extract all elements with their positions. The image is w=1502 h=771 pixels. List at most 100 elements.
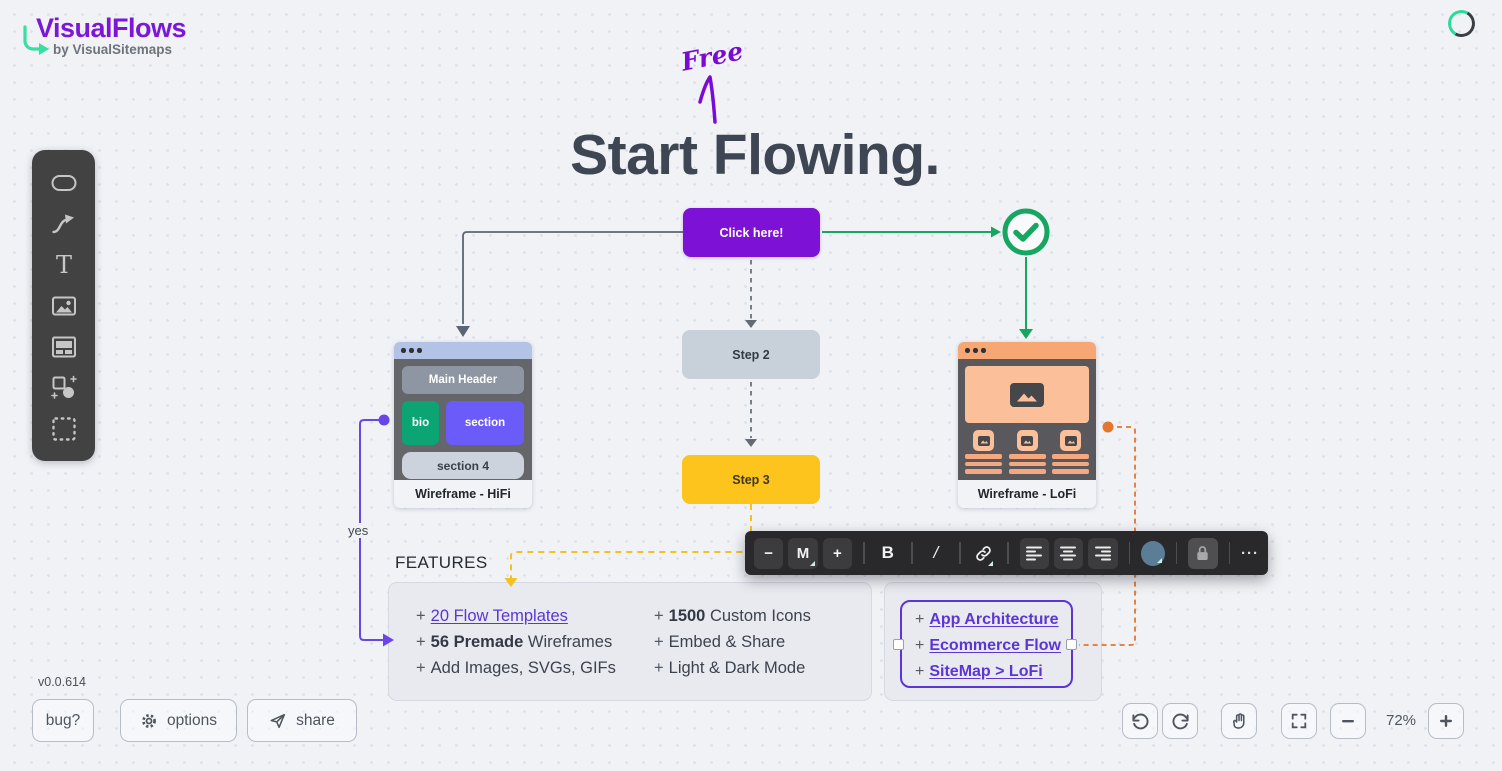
feature-text: Custom Icons (705, 607, 811, 625)
feature-item: +20 Flow Templates (416, 603, 616, 629)
minus-icon (1342, 720, 1354, 723)
browser-topbar (958, 342, 1096, 359)
italic-button[interactable]: / (933, 543, 939, 562)
lofi-column (1052, 430, 1089, 474)
align-center-icon (1060, 546, 1077, 560)
features-heading: FEATURES (395, 553, 488, 572)
app-architecture-link[interactable]: App Architecture (929, 611, 1059, 628)
bug-button[interactable]: bug? (32, 699, 94, 742)
share-button[interactable]: share (247, 699, 357, 742)
font-size-button[interactable]: M (788, 537, 818, 569)
lofi-card-label: Wireframe - LoFi (977, 487, 1077, 501)
lofi-hero-block (965, 366, 1089, 423)
bold-button[interactable]: B (881, 543, 894, 562)
undo-icon (1131, 713, 1149, 729)
window-dot-icon (409, 348, 414, 353)
wireframe-tool[interactable] (50, 333, 78, 361)
checkmark-node[interactable] (1002, 208, 1050, 256)
link-button[interactable] (972, 538, 997, 569)
font-size-decrease-button[interactable]: − (754, 537, 784, 569)
image-tool[interactable] (50, 292, 78, 320)
window-dot-icon (981, 348, 986, 353)
hifi-section4-block: section 4 (402, 452, 524, 479)
lock-button[interactable] (1188, 537, 1218, 569)
wireframe-hifi-card[interactable]: Main Header bio section section 4 Wirefr… (394, 342, 532, 508)
more-options-button[interactable]: ··· (1241, 544, 1260, 562)
svg-text:T: T (55, 251, 71, 279)
template-link-item: +Ecommerce Flow (915, 633, 1061, 659)
lofi-body (958, 359, 1096, 480)
loading-spinner-icon (1444, 6, 1479, 41)
plus-sign: + (416, 607, 426, 625)
edge-label-yes: yes (344, 523, 373, 538)
plus-sign: + (915, 663, 925, 680)
step2-node[interactable]: Step 2 (682, 330, 820, 379)
zoom-in-button[interactable] (1428, 703, 1464, 739)
rounded-rectangle-tool[interactable] (50, 169, 78, 197)
feature-text: Embed & Share (668, 633, 786, 651)
feature-item: +56 Premade Wireframes (416, 629, 616, 655)
feature-item: +Add Images, SVGs, GIFs (416, 655, 616, 681)
redo-button[interactable] (1162, 703, 1198, 739)
feature-item: +Embed & Share (654, 629, 811, 655)
selected-links-box[interactable]: + App Architecture +Ecommerce Flow +SiteM… (900, 600, 1073, 688)
fullscreen-icon (1291, 713, 1307, 729)
connector-tool[interactable] (50, 210, 78, 238)
toolbar-divider (863, 542, 865, 564)
marquee-select-tool[interactable] (50, 415, 78, 443)
align-right-icon (1094, 546, 1111, 560)
image-placeholder-icon (1064, 435, 1077, 446)
align-center-button[interactable] (1054, 537, 1084, 569)
redo-icon (1171, 713, 1189, 729)
version-label: v0.0.614 (38, 675, 86, 689)
ecommerce-flow-link[interactable]: Ecommerce Flow (929, 637, 1061, 654)
shapes-tool[interactable] (50, 374, 78, 402)
color-swatch-button[interactable] (1141, 540, 1165, 566)
template-link-item: +SiteMap > LoFi (915, 659, 1061, 685)
undo-button[interactable] (1122, 703, 1158, 739)
feature-text: Light & Dark Mode (668, 659, 806, 677)
hifi-main-header-block: Main Header (402, 366, 524, 394)
plus-sign: + (416, 633, 426, 651)
window-dot-icon (973, 348, 978, 353)
pan-button[interactable] (1221, 703, 1257, 739)
share-button-label: share (296, 711, 335, 729)
window-dot-icon (417, 348, 422, 353)
app-title: VisualFlows (36, 13, 187, 43)
hifi-bio-block: bio (402, 401, 439, 445)
thumb-block (973, 430, 994, 451)
lock-icon (1197, 546, 1209, 561)
zoom-out-button[interactable] (1330, 703, 1366, 739)
plus-sign: + (654, 607, 664, 625)
templates-panel: + App Architecture +Ecommerce Flow +SiteM… (884, 582, 1102, 701)
fullscreen-button[interactable] (1281, 703, 1317, 739)
click-here-node[interactable]: Click here! (683, 208, 820, 257)
align-left-button[interactable] (1019, 537, 1049, 569)
step3-node[interactable]: Step 3 (682, 455, 820, 504)
text-format-toolbar: − M + B / (745, 531, 1268, 575)
plus-icon (1440, 715, 1452, 727)
wireframe-lofi-card[interactable]: Wireframe - LoFi (958, 342, 1096, 508)
lofi-column (1008, 430, 1046, 474)
text-tool[interactable]: T (50, 251, 78, 279)
toolbar-divider (1228, 542, 1231, 564)
image-placeholder-icon (1021, 435, 1033, 446)
free-badge: Free (678, 36, 746, 77)
options-button[interactable]: options (120, 699, 237, 742)
font-size-increase-button[interactable]: + (822, 537, 853, 569)
toolbar-divider (1007, 542, 1009, 564)
align-right-button[interactable] (1088, 537, 1118, 569)
features-panel: +20 Flow Templates +56 Premade Wireframe… (388, 582, 872, 701)
feature-text: Wireframes (523, 633, 613, 651)
sitemap-lofi-link[interactable]: SiteMap > LoFi (929, 663, 1043, 680)
window-dot-icon (965, 348, 970, 353)
feature-text: Add Images, SVGs, GIFs (430, 659, 616, 677)
free-arrow-icon (698, 75, 717, 124)
flow-templates-link[interactable]: 20 Flow Templates (430, 607, 568, 625)
bug-button-label: bug? (45, 711, 81, 729)
plus-sign: + (416, 659, 426, 677)
selection-handle-left[interactable] (893, 639, 904, 650)
selection-handle-right[interactable] (1066, 639, 1077, 650)
lofi-column (965, 430, 1002, 474)
